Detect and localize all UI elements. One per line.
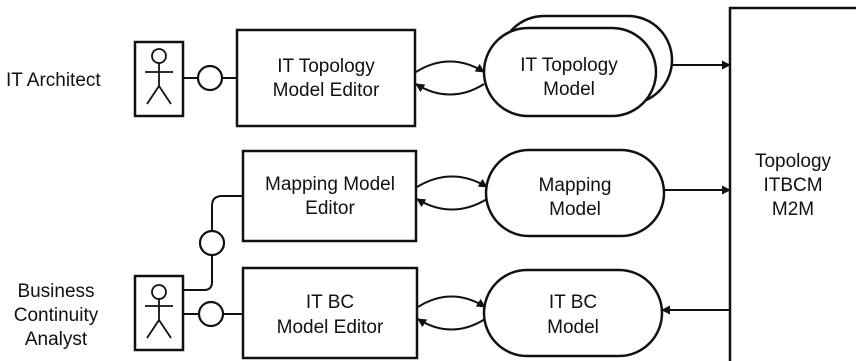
mapping-model-to-editor-arrow — [416, 198, 488, 211]
analyst-actor-icon — [133, 274, 185, 352]
mapping-model-editor: Mapping Model Editor — [241, 149, 418, 243]
mapping-interface-circle — [198, 229, 226, 257]
mapping-editor-to-model-arrow — [416, 175, 488, 188]
topology-editor-to-model-arrow — [415, 60, 485, 73]
it-architect-actor-icon — [133, 40, 185, 118]
it-bc-model-line2: Model — [547, 317, 599, 338]
it-bc-editor-line1: IT BC — [306, 292, 354, 313]
mapping-model: Mapping Model — [484, 148, 666, 238]
architect-interface-circle — [196, 64, 224, 92]
it-topology-editor-line1: IT Topology — [277, 56, 375, 77]
m2m-line2: ITBCM — [763, 175, 822, 196]
mapping-interface-to-editor — [211, 195, 243, 231]
m2m-line3: M2M — [772, 199, 814, 220]
it-architect-label: IT Architect — [6, 70, 101, 91]
mapping-editor-line1: Mapping Model — [265, 174, 395, 195]
mapping-model-line2: Model — [549, 199, 601, 220]
mapping-model-line1: Mapping — [539, 175, 612, 196]
it-topology-model-line2: Model — [543, 79, 595, 100]
topology-model-to-editor-arrow — [415, 83, 485, 96]
m2m-line1: Topology — [755, 151, 832, 172]
analyst-to-mapping-connector — [183, 256, 213, 291]
it-bc-editor-line2: Model Editor — [277, 317, 384, 338]
analyst-label-line1: Business — [17, 281, 94, 302]
it-topology-model-stack: IT Topology Model — [482, 14, 674, 118]
it-topology-model-editor: IT Topology Model Editor — [235, 28, 417, 128]
it-bc-model-line1: IT BC — [549, 292, 597, 313]
itbc-editor-to-model-arrow — [417, 295, 486, 308]
analyst-label-line2: Continuity — [14, 305, 99, 326]
mapping-editor-line2: Editor — [305, 198, 355, 219]
itbc-model-to-editor-arrow — [417, 318, 486, 331]
analyst-label-line3: Analyst — [25, 329, 88, 350]
itbc-interface-circle — [197, 300, 225, 328]
it-bc-model-editor: IT BC Model Editor — [241, 266, 419, 360]
it-bc-model: IT BC Model — [482, 268, 664, 358]
it-topology-model-line1: IT Topology — [520, 55, 618, 76]
topology-itbcm-m2m-transformation: Topology ITBCM M2M — [728, 6, 856, 361]
it-topology-editor-line2: Model Editor — [273, 80, 380, 101]
